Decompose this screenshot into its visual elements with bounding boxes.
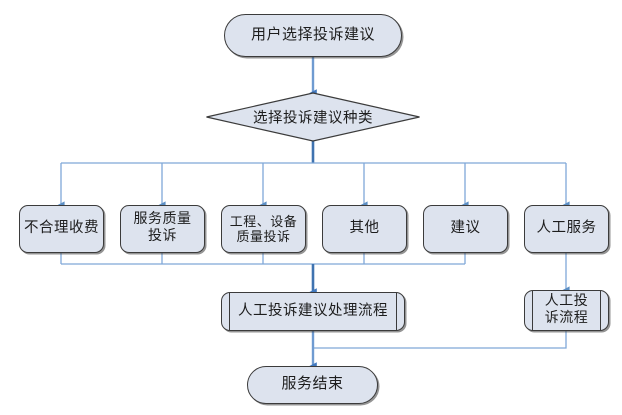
branch-label-3-line2: 质量投诉	[236, 229, 291, 244]
start-label: 用户选择投诉建议	[250, 26, 375, 43]
end-label: 服务结束	[281, 376, 344, 393]
branch-box-manual-service[interactable]: 人工服务	[524, 205, 609, 253]
branch-label-2-line1: 服务质量	[133, 212, 192, 228]
branch-box-suggestion[interactable]: 建议	[423, 205, 508, 253]
branch-label-4: 其他	[349, 220, 380, 237]
decision-label: 选择投诉建议种类	[253, 110, 373, 127]
branch-box-other[interactable]: 其他	[322, 205, 407, 253]
predefined-right-bar	[600, 291, 601, 330]
branch-label-3-line1: 工程、设备	[229, 213, 298, 229]
predefined-right-bar	[396, 293, 397, 330]
branch-box-engineering-equipment-quality[interactable]: 工程、设备 质量投诉	[221, 205, 306, 253]
side-process-box[interactable]: 人工投 诉流程	[524, 290, 609, 331]
end-terminator[interactable]: 服务结束	[247, 366, 378, 404]
side-process-label-line2: 诉流程	[544, 310, 589, 326]
connector-side-process-to-end	[313, 331, 567, 349]
predefined-left-bar	[532, 291, 533, 330]
branch-box-unreasonable-charges[interactable]: 不合理收费	[19, 205, 104, 253]
branch-box-service-quality[interactable]: 服务质量 投诉	[120, 205, 205, 253]
branch-label-5: 建议	[450, 220, 481, 237]
branch-label-1: 不合理收费	[24, 220, 99, 237]
branch-label-6: 人工服务	[536, 220, 597, 237]
predefined-left-bar	[229, 293, 230, 330]
decision-diamond[interactable]: 选择投诉建议种类	[205, 92, 421, 142]
branch-label-2: 服务质量 投诉	[134, 212, 192, 245]
branch-label-2-line2: 投诉	[148, 229, 177, 244]
main-process-box[interactable]: 人工投诉建议处理流程	[221, 292, 405, 331]
side-process-label-line1: 人工投	[544, 293, 589, 309]
side-process-label: 人工投 诉流程	[534, 294, 600, 327]
branch-label-3: 工程、设备 质量投诉	[230, 214, 298, 245]
start-terminator[interactable]: 用户选择投诉建议	[224, 14, 402, 57]
main-process-label: 人工投诉建议处理流程	[238, 302, 388, 319]
